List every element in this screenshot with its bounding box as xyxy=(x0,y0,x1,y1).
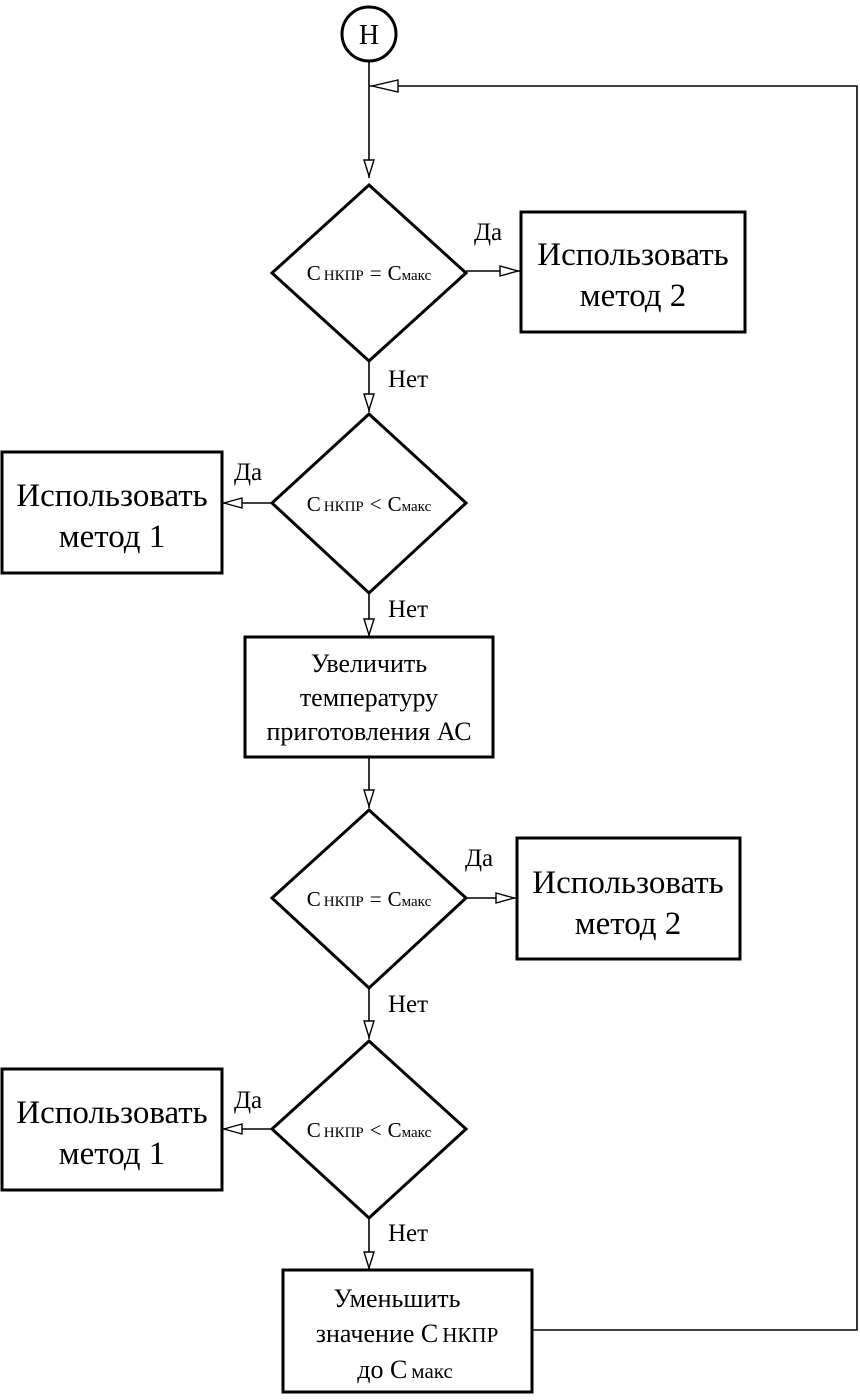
arrow-box-to-d3 xyxy=(363,789,375,809)
arrow-d3-no xyxy=(363,1020,375,1040)
decision-2-op: < xyxy=(370,492,382,516)
box-decrease-value-line1: Уменьшить xyxy=(333,1284,460,1313)
decision-1-right: С xyxy=(388,261,402,285)
decision-4-op: < xyxy=(370,1118,382,1142)
box-use-method-1-b-line2: метод 1 xyxy=(59,1136,166,1172)
d2-no-label: Нет xyxy=(388,596,428,623)
arrow-d2-yes xyxy=(221,497,243,509)
box-increase-temperature-line3: приготовления АС xyxy=(266,717,471,746)
box-use-method-2-a-line1: Использовать xyxy=(537,237,728,273)
box-decrease-value-line2-main: значение С xyxy=(316,1319,439,1348)
decision-4-left: С xyxy=(307,1118,321,1142)
d1-no-label: Нет xyxy=(388,366,428,393)
arrow-d2-no xyxy=(363,618,375,638)
box-use-method-2-b-line1: Использовать xyxy=(532,865,723,901)
box-increase-temperature-line2: температуру xyxy=(300,683,438,712)
box-decrease-value-line3-sub: макс xyxy=(411,1359,452,1383)
arrow-d3-yes xyxy=(495,892,517,904)
decision-3-right-sub: макс xyxy=(402,894,432,910)
arrow-d1-yes xyxy=(499,265,521,277)
box-use-method-2-b-line2: метод 2 xyxy=(575,906,682,942)
arrow-down-1 xyxy=(363,159,375,179)
decision-2-right: С xyxy=(388,492,402,516)
box-use-method-1-a-line2: метод 1 xyxy=(59,519,166,555)
box-increase-temperature xyxy=(243,635,495,759)
arrow-d1-no xyxy=(363,393,375,413)
decision-1-right-sub: макс xyxy=(402,268,432,284)
box-use-method-2-b xyxy=(515,836,742,961)
decision-3-right: С xyxy=(388,887,402,911)
box-decrease-value xyxy=(281,1268,534,1394)
d3-no-label: Нет xyxy=(388,991,428,1018)
arrow-d4-yes xyxy=(221,1123,243,1135)
decision-1-left: С xyxy=(307,261,321,285)
d3-yes-label: Да xyxy=(465,845,493,872)
decision-1-op: = xyxy=(370,261,382,285)
box-use-method-2-a-line2: метод 2 xyxy=(580,278,687,314)
box-use-method-2-a xyxy=(519,210,747,334)
decision-3-sub: НКПР xyxy=(324,894,364,910)
box-decrease-value-line3-main: до С xyxy=(357,1355,407,1384)
box-use-method-1-a-line1: Использовать xyxy=(16,478,207,514)
d4-yes-label: Да xyxy=(234,1087,262,1114)
start-label: Н xyxy=(359,20,379,51)
decision-4-sub: НКПР xyxy=(324,1125,364,1141)
loop-back-arrow xyxy=(371,79,399,93)
loop-back-line xyxy=(369,85,858,1331)
d2-yes-label: Да xyxy=(234,459,262,486)
decision-2-sub: НКПР xyxy=(324,499,364,515)
decision-2-right-sub: макс xyxy=(402,499,432,515)
decision-1-sub: НКПР xyxy=(324,268,364,284)
d4-no-label: Нет xyxy=(388,1220,428,1247)
d1-yes-label: Да xyxy=(474,219,502,246)
arrow-d4-no xyxy=(363,1251,375,1271)
box-use-method-1-b xyxy=(0,1067,224,1192)
decision-2-left: С xyxy=(307,492,321,516)
decision-4-right: С xyxy=(388,1118,402,1142)
box-decrease-value-line2-sub: НКПР xyxy=(442,1323,498,1347)
box-increase-temperature-line1: Увеличить xyxy=(311,649,427,678)
box-use-method-1-a xyxy=(0,450,224,575)
decision-3-op: = xyxy=(370,887,382,911)
decision-3-left: С xyxy=(307,887,321,911)
box-use-method-1-b-line1: Использовать xyxy=(16,1095,207,1131)
decision-4-right-sub: макс xyxy=(402,1125,432,1141)
